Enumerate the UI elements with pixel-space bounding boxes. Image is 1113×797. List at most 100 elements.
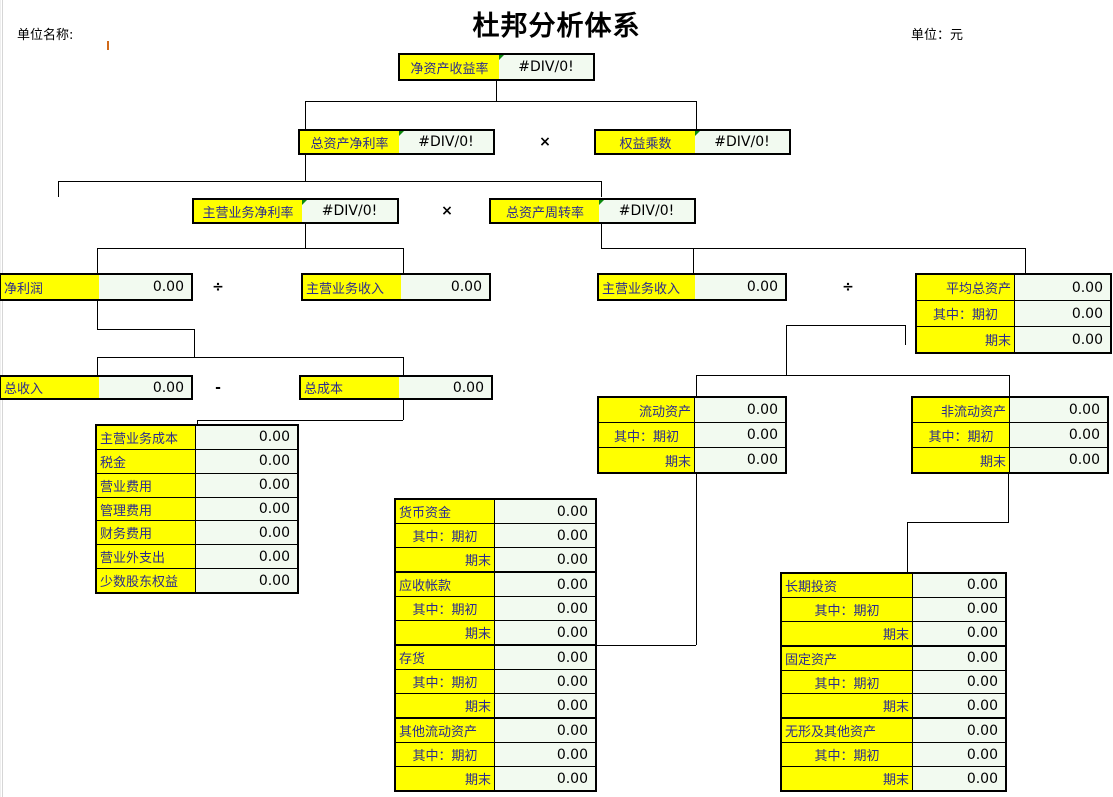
- row-value[interactable]: 0.00: [196, 521, 297, 545]
- row-value[interactable]: 0.00: [1015, 301, 1110, 326]
- row-value[interactable]: 0.00: [913, 719, 1005, 743]
- row-value[interactable]: 0.00: [495, 719, 595, 742]
- node-revenue-left[interactable]: 主营业务收入 0.00: [301, 273, 491, 301]
- row-label: 期末: [396, 767, 495, 790]
- row-value[interactable]: 0.00: [495, 621, 595, 644]
- node-equity-multiplier-value[interactable]: #DIV/0!: [695, 131, 789, 153]
- row-value[interactable]: 0.00: [913, 743, 1005, 767]
- row-value[interactable]: 0.00: [1010, 448, 1107, 472]
- row-value[interactable]: 0.00: [695, 448, 785, 472]
- row-value[interactable]: 0.00: [495, 743, 595, 766]
- row-value[interactable]: 0.00: [196, 449, 297, 473]
- row-value[interactable]: 0.00: [495, 524, 595, 547]
- row-value[interactable]: 0.00: [196, 569, 297, 593]
- unit-name-label: 单位名称:: [17, 28, 74, 43]
- connector-roe-down: [496, 81, 497, 102]
- row-value[interactable]: 0.00: [1015, 327, 1110, 352]
- row-value[interactable]: 0.00: [495, 646, 595, 669]
- row-value[interactable]: 0.00: [196, 473, 297, 497]
- row-value[interactable]: 0.00: [1010, 398, 1107, 422]
- row-value[interactable]: 0.00: [495, 670, 595, 693]
- row-value[interactable]: 0.00: [495, 573, 595, 596]
- node-revenue-right-value[interactable]: 0.00: [695, 275, 785, 299]
- node-equity-multiplier[interactable]: 权益乘数 #DIV/0!: [594, 129, 791, 155]
- node-net-profit[interactable]: 净利润 0.00: [0, 273, 193, 301]
- row-value[interactable]: 0.00: [913, 694, 1005, 718]
- row-value[interactable]: 0.00: [695, 398, 785, 422]
- row-value[interactable]: 0.00: [695, 423, 785, 447]
- node-net-margin-value[interactable]: #DIV/0!: [302, 200, 397, 222]
- row-value[interactable]: 0.00: [913, 670, 1005, 694]
- row-value[interactable]: 0.00: [495, 500, 595, 523]
- row-value[interactable]: 0.00: [196, 426, 297, 449]
- row-value[interactable]: 0.00: [913, 597, 1005, 621]
- row-value[interactable]: 0.00: [495, 694, 595, 717]
- node-asset-turnover-value[interactable]: #DIV/0!: [599, 200, 694, 222]
- node-roa[interactable]: 总资产净利率 #DIV/0!: [298, 129, 495, 155]
- row-value[interactable]: 0.00: [913, 646, 1005, 670]
- row-value[interactable]: 0.00: [196, 545, 297, 569]
- node-total-cost-value[interactable]: 0.00: [399, 377, 491, 398]
- row-value[interactable]: 0.00: [913, 574, 1005, 597]
- row-value[interactable]: 0.00: [913, 767, 1005, 791]
- row-value[interactable]: 0.00: [1015, 275, 1110, 300]
- node-net-profit-value[interactable]: 0.00: [99, 275, 191, 299]
- row-value[interactable]: 0.00: [196, 497, 297, 521]
- node-net-margin[interactable]: 主营业务净利率 #DIV/0!: [192, 198, 399, 224]
- node-asset-turnover[interactable]: 总资产周转率 #DIV/0!: [489, 198, 696, 224]
- node-total-cost[interactable]: 总成本 0.00: [299, 375, 493, 400]
- connector-revenue-right-up: [693, 248, 694, 273]
- row-value[interactable]: 0.00: [913, 621, 1005, 645]
- node-roe-value[interactable]: #DIV/0!: [499, 55, 593, 79]
- row-value[interactable]: 0.00: [495, 597, 595, 620]
- row-value[interactable]: 0.00: [495, 767, 595, 790]
- node-total-income[interactable]: 总收入 0.00: [0, 375, 193, 400]
- node-roa-value[interactable]: #DIV/0!: [399, 131, 493, 153]
- node-roe[interactable]: 净资产收益率 #DIV/0!: [398, 53, 595, 81]
- row-value[interactable]: 0.00: [495, 548, 595, 571]
- node-revenue-left-value[interactable]: 0.00: [401, 275, 489, 299]
- node-revenue-right[interactable]: 主营业务收入 0.00: [597, 273, 787, 301]
- node-total-income-value[interactable]: 0.00: [99, 377, 191, 398]
- row-label: 其中：期初: [913, 423, 1010, 447]
- row-value[interactable]: 0.00: [1010, 423, 1107, 447]
